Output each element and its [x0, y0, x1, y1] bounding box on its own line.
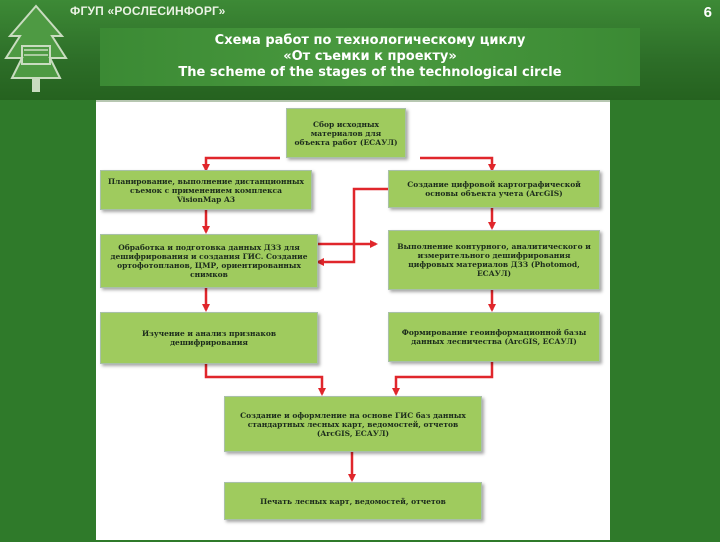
box-collect-materials: Сбор исходных материалов для объекта раб… — [286, 108, 406, 158]
slide-title: Схема работ по технологическому циклу «О… — [100, 28, 640, 86]
arrow-gisbase-to-maps — [392, 362, 494, 396]
slide-header: ФГУП «РОСЛЕСИНФОРГ» 6 Схема работ по тех… — [0, 0, 720, 100]
box-printing: Печать лесных карт, ведомостей, отчетов — [224, 482, 482, 520]
page-number: 6 — [703, 4, 712, 21]
title-line-2: «От съемки к проекту» — [283, 49, 457, 64]
box-data-processing: Обработка и подготовка данных ДЗЗ для де… — [100, 234, 318, 288]
box-contour-decoding: Выполнение контурного, аналитического и … — [388, 230, 600, 290]
title-line-3: The scheme of the stages of the technolo… — [178, 65, 562, 80]
box-study-features: Изучение и анализ признаков дешифрирован… — [100, 312, 318, 364]
arrow-study-to-maps — [204, 364, 326, 396]
title-line-1: Схема работ по технологическому циклу — [214, 33, 526, 48]
diagram-panel: Сбор исходных материалов для объекта раб… — [96, 100, 610, 540]
box-forest-maps: Создание и оформление на основе ГИС баз … — [224, 396, 482, 452]
box-planning-surveys: Планирование, выполнение дистанционных с… — [100, 170, 312, 210]
box-cartographic-base: Создание цифровой картографической основ… — [388, 170, 600, 208]
rosleshinforg-logo — [4, 4, 68, 92]
arrow-collect-to-planning — [202, 156, 280, 172]
arrow-cartobase-to-processing — [316, 187, 388, 266]
flow-arrows — [202, 156, 496, 482]
arrow-collect-to-cartobase — [420, 156, 496, 172]
org-name: ФГУП «РОСЛЕСИНФОРГ» — [70, 4, 226, 18]
box-gis-database: Формирование геоинформационной базы данн… — [388, 312, 600, 362]
